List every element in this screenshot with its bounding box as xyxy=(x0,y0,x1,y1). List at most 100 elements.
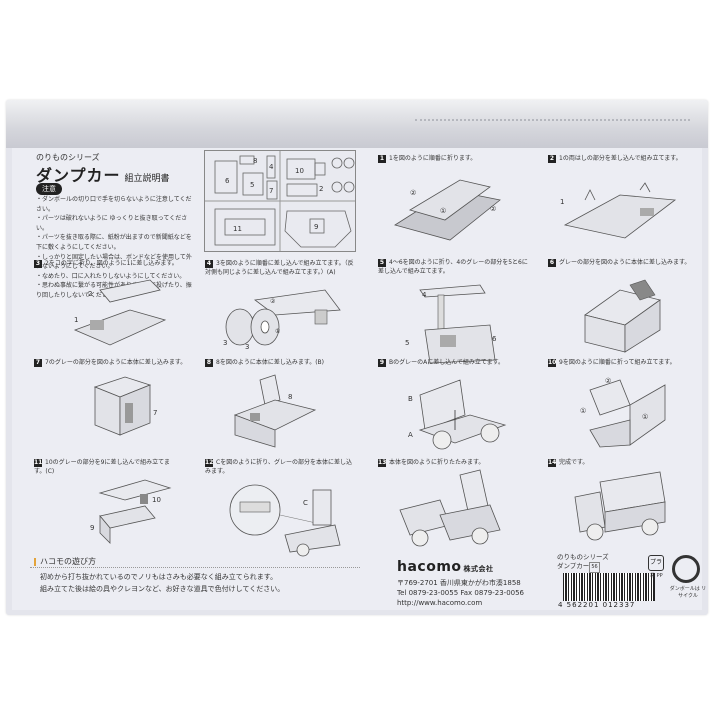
barcode-number: 4 562201 012337 xyxy=(558,601,636,609)
svg-text:10: 10 xyxy=(152,496,161,504)
step-13-diagram-icon xyxy=(399,469,501,547)
subtitle: 組立説明書 xyxy=(124,174,170,184)
step-text: 9を図のように順番に折って組み立てます。 xyxy=(559,359,676,366)
svg-text:6: 6 xyxy=(225,177,230,185)
svg-text:11: 11 xyxy=(233,225,242,233)
svg-text:2: 2 xyxy=(88,290,92,298)
caution-item: ・ダンボールの切り口で手を切らないように注意してください。 xyxy=(36,196,192,213)
svg-text:8: 8 xyxy=(288,393,292,401)
svg-text:②: ② xyxy=(605,377,611,385)
step-6-diagram-icon xyxy=(584,279,661,353)
how-to-play-heading: ハコモの遊び方 xyxy=(34,556,96,567)
svg-text:10: 10 xyxy=(295,167,304,175)
how-to-play-line: 組み立てた後は絵の具やクレヨンなど、お好きな道具で色付けしてください。 xyxy=(40,585,285,593)
caution-item: ・パーツを抜き取る際に、紙粉が出ますので新聞紙などを下に敷くようにしてください。 xyxy=(36,234,192,251)
caution-list: ・ダンボールの切り口で手を切らないように注意してください。 ・パーツは破れないよ… xyxy=(36,195,196,301)
svg-text:4: 4 xyxy=(269,163,274,171)
step-text: グレーの部分を図のように本体に差し込みます。 xyxy=(559,259,691,266)
barcode-icon xyxy=(563,573,655,601)
product-number-badge: 56 xyxy=(589,562,600,573)
svg-text:①: ① xyxy=(642,413,648,421)
page-title: ダンプカー組立説明書 xyxy=(36,162,170,186)
plastic-mark-label: 袋 PP xyxy=(650,573,663,579)
caution-item: ・しっかりと固定したい場合は、ボンドなどを使用して外れないようにしてください。 xyxy=(36,253,192,271)
recycle-label: ダンボールは リサイクル xyxy=(669,586,707,599)
step-text: 8を図のように本体に差し込みます。(B) xyxy=(216,359,325,366)
company-url[interactable]: http://www.hacomo.com xyxy=(397,599,483,607)
accent-bar xyxy=(34,557,36,566)
svg-text:①: ① xyxy=(440,207,446,215)
parts-layout-icon: 8 4 6 5 7 10 2 11 9 xyxy=(205,151,355,251)
plastic-recycle-mark-icon: プラ xyxy=(648,555,664,571)
how-to-play-body: 初めから打ち抜かれているのでノリもはさみも必要なく組み立てられます。 組み立てた… xyxy=(40,571,284,595)
step-11-diagram-icon: 10 9 xyxy=(90,479,172,544)
svg-text:C: C xyxy=(303,499,308,507)
step-10-diagram-icon: ② ① ① xyxy=(580,377,666,448)
step-3-diagram-icon: 2 1 xyxy=(73,279,167,346)
step-14-completed-truck-icon xyxy=(574,471,666,541)
svg-text:2: 2 xyxy=(319,185,323,193)
cardboard-recycle-icon xyxy=(672,555,700,583)
svg-text:②: ② xyxy=(410,189,416,197)
caution-item: ・思わぬ事故に繋がる可能性がありますので投げたり、振り回したりしないでください。 xyxy=(36,282,192,299)
step-9-diagram-icon: B A xyxy=(408,379,507,450)
svg-text:1: 1 xyxy=(74,316,78,324)
step-text: 10のグレーの部分を9に差し込んで組み立てます。(C) xyxy=(34,459,170,475)
step-text: 本体を図のように折りたたみます。 xyxy=(389,459,485,466)
svg-text:3: 3 xyxy=(245,343,249,351)
svg-text:3: 3 xyxy=(223,339,227,347)
step-5-diagram-icon: 4 5 6 xyxy=(405,284,497,364)
step-2-diagram-icon: 1 xyxy=(560,182,677,239)
step-1-diagram-icon: ② ② ① xyxy=(394,179,501,241)
svg-text:A: A xyxy=(408,431,413,439)
step-text: 1の両はしの部分を差し込んで組み立てます。 xyxy=(559,155,682,162)
svg-text:①: ① xyxy=(580,407,586,415)
parts-sheet-diagram: 8 4 6 5 7 10 2 11 9 xyxy=(204,150,356,252)
step-4-diagram-icon: ① ② 3 3 xyxy=(223,289,341,351)
caution-badge: 注意 xyxy=(36,183,62,195)
svg-text:7: 7 xyxy=(269,187,273,195)
step-text: 2をコの字に折り、図のように1に差し込みます。 xyxy=(45,260,178,267)
caution-item: ・パーツは破れないように ゆっくりと抜き取ってください。 xyxy=(36,215,188,232)
bag-seal-strip xyxy=(6,100,708,148)
svg-text:9: 9 xyxy=(90,524,94,532)
company-info: 〒769-2701 香川県東かがわ市湊1858 Tel 0879-23-0055… xyxy=(397,578,524,608)
svg-text:②: ② xyxy=(490,205,496,213)
step-7-diagram-icon: 7 xyxy=(93,376,157,436)
step-text: 3を図のように順番に差し込んで組み立てます。（反対側も同じように差し込んで組み立… xyxy=(205,260,354,276)
step-text: 4〜6を図のように折り、4のグレーの部分を5と6に差し込んで組み立てます。 xyxy=(378,259,528,275)
step-12-diagram-icon: C xyxy=(229,484,341,557)
step-text: 1を図のように順番に折ります。 xyxy=(389,155,477,162)
svg-text:5: 5 xyxy=(250,181,254,189)
step-8-diagram-icon: 8 xyxy=(233,374,317,448)
company-phone: Tel 0879-23-0055 Fax 0879-23-0056 xyxy=(397,589,525,597)
svg-text:1: 1 xyxy=(560,198,564,206)
svg-text:9: 9 xyxy=(314,223,318,231)
step-text: Cを図のように折り、グレーの部分を本体に差し込みます。 xyxy=(205,459,352,475)
svg-text:5: 5 xyxy=(405,339,409,347)
svg-text:①: ① xyxy=(275,328,280,335)
dotted-divider xyxy=(30,567,360,568)
step-text: BのグレーのAに差し込んで組み立てます。 xyxy=(389,359,505,366)
svg-text:②: ② xyxy=(270,298,276,305)
series-label: のりものシリーズ xyxy=(36,153,100,162)
zip-seal xyxy=(415,119,690,121)
svg-text:8: 8 xyxy=(253,157,257,165)
title-text: ダンプカー xyxy=(36,166,121,185)
company-address: 〒769-2701 香川県東かがわ市湊1858 xyxy=(397,579,521,587)
